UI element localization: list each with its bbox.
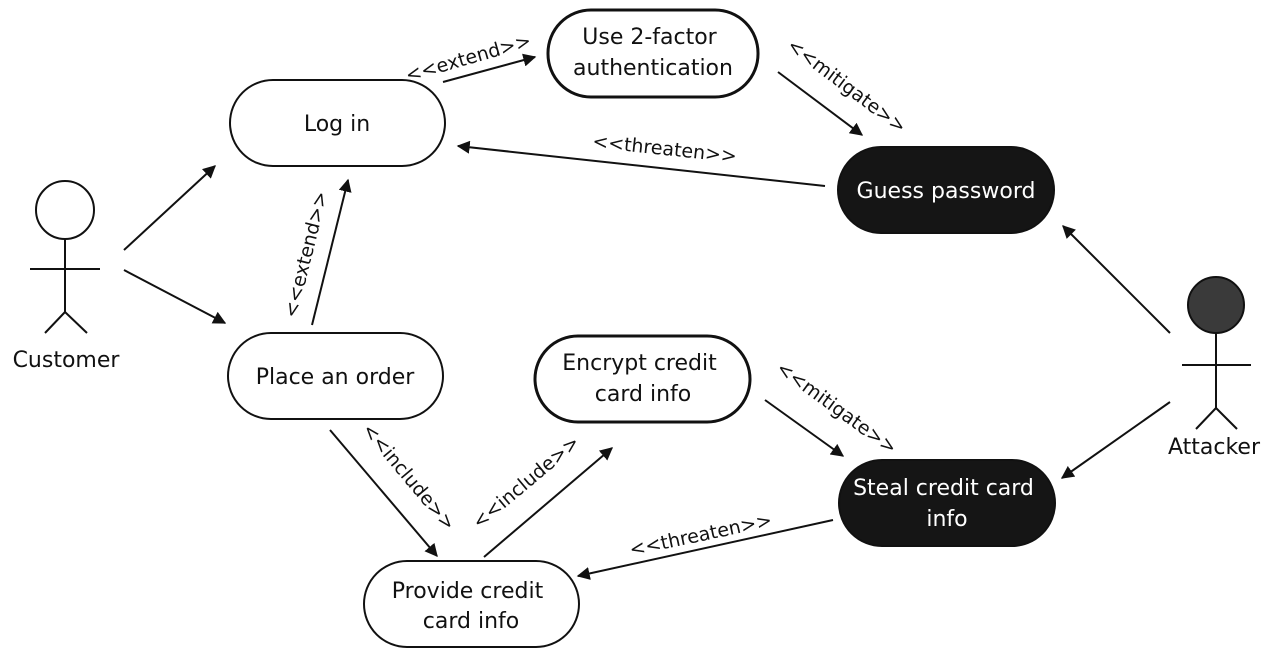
log-in-extend-two-factor-arrow: [442, 53, 537, 83]
use-case-provide-credit-card-info-line-1: Provide credit: [392, 579, 544, 604]
mitigate-steal-label: <<mitigate>>: [772, 357, 901, 459]
misuse-case-steal-credit-card-info-label: Steal credit card info: [853, 476, 1041, 532]
use-case-encrypt-credit-card-info: Encrypt credit card info: [533, 334, 752, 424]
customer-to-log-in-arrow: [123, 165, 216, 251]
include-provide-label: <<include>>: [358, 419, 460, 535]
use-case-two-factor-authentication-label: Use 2-factor authentication: [573, 25, 733, 81]
encrypt-mitigate-steal-arrow: [764, 399, 845, 457]
misuse-case-guess-password: Guess password: [837, 146, 1055, 234]
place-order-extend-log-in-arrow: [311, 178, 352, 326]
use-case-two-factor-authentication-line-2: authentication: [573, 56, 733, 81]
use-case-two-factor-authentication: Use 2-factor authentication: [546, 8, 760, 99]
attacker-label: Attacker: [1168, 435, 1261, 460]
use-case-provide-credit-card-info: Provide credit card info: [363, 560, 580, 648]
use-case-place-an-order-label: Place an order: [256, 365, 416, 390]
extend-log-in-label: <<extend>>: [280, 189, 333, 320]
use-case-provide-credit-card-info-label: Provide credit card info: [392, 579, 550, 634]
provide-include-encrypt-arrow: [483, 447, 613, 558]
extend-two-factor-label: <<extend>>: [403, 30, 534, 87]
use-case-encrypt-credit-card-info-label: Encrypt credit card info: [562, 351, 723, 407]
attacker-to-guess-arrow: [1062, 225, 1171, 334]
misuse-case-steal-credit-card-info-line-2: info: [926, 507, 967, 532]
customer-label: Customer: [13, 348, 121, 373]
use-case-provide-credit-card-info-line-2: card info: [423, 609, 519, 634]
use-case-log-in-label: Log in: [304, 112, 370, 137]
misuse-case-steal-credit-card-info-line-1: Steal credit card: [853, 476, 1034, 501]
misuse-case-guess-password-label: Guess password: [857, 179, 1036, 204]
customer-actor: Customer: [13, 180, 121, 373]
two-factor-mitigate-guess-arrow: [777, 71, 864, 136]
use-case-log-in-line: Log in: [304, 112, 370, 137]
attacker-actor: Attacker: [1168, 276, 1261, 460]
use-case-encrypt-credit-card-info-line-2: card info: [595, 382, 691, 407]
place-order-include-provide-arrow: [329, 429, 438, 557]
customer-to-place-order-arrow: [123, 269, 227, 324]
use-case-encrypt-credit-card-info-line-1: Encrypt credit: [562, 351, 717, 376]
misuse-case-steal-credit-card-info: Steal credit card info: [838, 459, 1056, 547]
attacker-stick-figure-icon: [1182, 276, 1251, 430]
include-encrypt-label: <<include>>: [468, 431, 584, 533]
misuse-case-guess-password-line: Guess password: [857, 179, 1036, 204]
use-case-log-in: Log in: [229, 79, 446, 167]
customer-stick-figure-icon: [30, 180, 100, 334]
steal-threaten-provide-arrow: [576, 519, 834, 580]
threaten-provide-label: <<threaten>>: [628, 509, 774, 561]
use-case-two-factor-authentication-line-1: Use 2-factor: [582, 25, 717, 50]
use-case-place-an-order-line: Place an order: [256, 365, 416, 390]
guess-threaten-log-in-arrow: [456, 140, 826, 187]
attacker-to-steal-arrow: [1060, 401, 1171, 479]
use-case-place-an-order: Place an order: [227, 332, 444, 420]
